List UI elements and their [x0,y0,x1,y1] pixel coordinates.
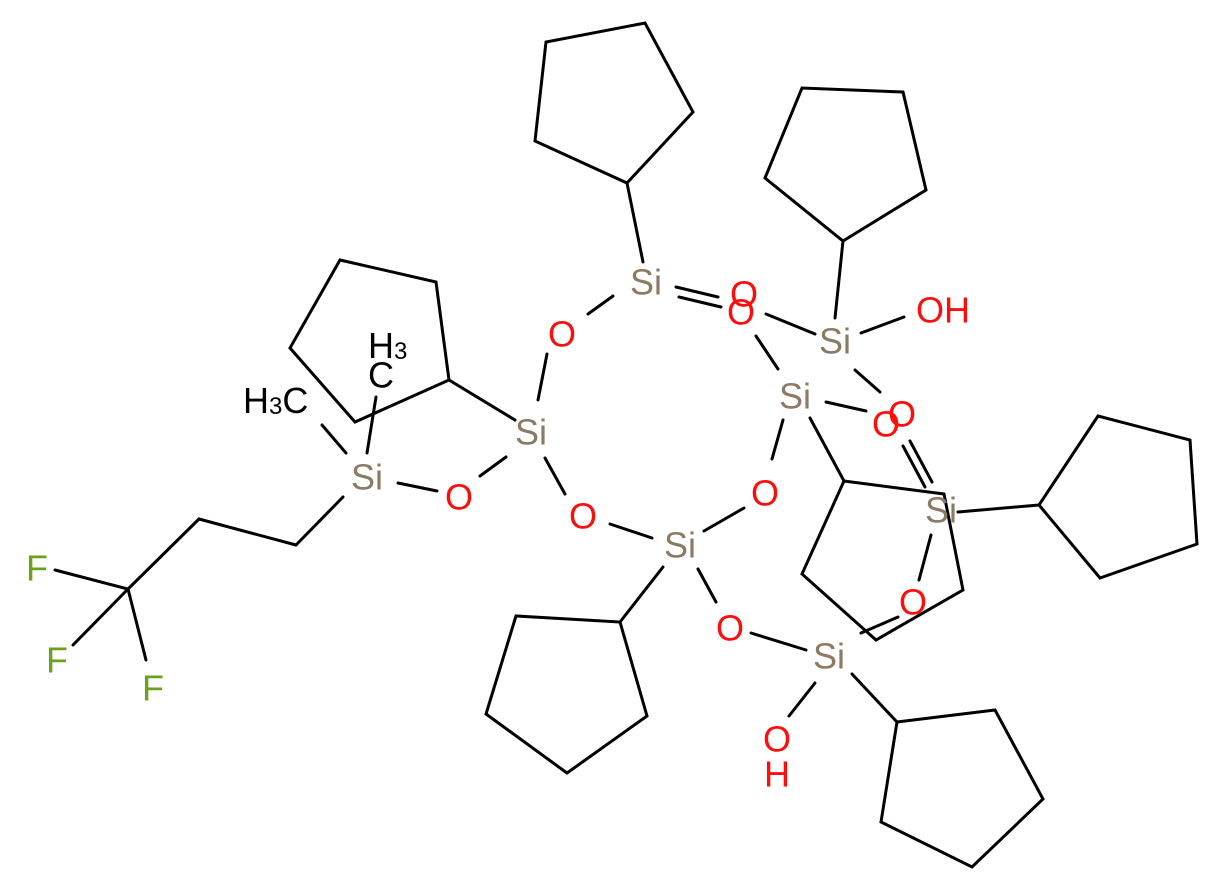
methyl-a-c: C [282,380,308,421]
fluorine-2-label: F [46,640,68,681]
si-top-label: Si [630,262,662,303]
o-right-b-label: O [872,404,900,445]
si-dimethyl-label: Si [351,457,383,498]
o-bottom-right-label: O [751,473,779,514]
trifluoropropyl-chain [53,395,439,662]
si-lower-right-label: Si [813,636,845,677]
oh-lower-o-label: O [763,719,791,760]
fluorine-1-label: F [26,548,48,589]
cyclopentyl-upper-right [763,86,928,320]
o-right-a-label: O [888,394,916,435]
methyl-b-label: H3 [368,325,407,366]
cyclopentyl-top [533,21,695,264]
o-top-right-b-label: O [727,292,755,333]
oh-lower-group: O H [763,719,791,795]
si-bottom-label: Si [664,525,696,566]
si-right-label: Si [779,376,811,417]
cyclopentyl-center-right [800,416,965,642]
o-top-right-a-label: O [730,274,758,315]
methyl-b-h: H [368,325,394,366]
methyl-b-sub: 3 [394,338,407,365]
methyl-a-label: H3C [243,380,308,421]
o-far-right-lower-label: O [899,582,927,623]
cyclopentyl-left [288,258,517,424]
o-bottom-chain-label: O [716,608,744,649]
oh-upper-label: OH [916,290,970,331]
cyclopentyl-bottom-right [850,672,1045,869]
fluorine-3-label: F [142,668,164,709]
cyclopentyl-bottom-left [484,565,665,775]
o-left-lower-label: O [445,477,473,518]
methyl-a-h: H [243,380,269,421]
methyl-a-sub: 3 [269,393,282,420]
oh-lower-h-label: H [764,754,790,795]
methyl-b-c: C [368,355,394,396]
o-top-left-label: O [548,314,576,355]
si-far-right-label: Si [925,490,957,531]
si-left-label: Si [515,412,547,453]
o-bottom-left-label: O [569,496,597,537]
si-upper-right-label: Si [819,321,851,362]
cage-bonds [478,285,934,718]
cyclopentyl-far-right [956,414,1199,580]
